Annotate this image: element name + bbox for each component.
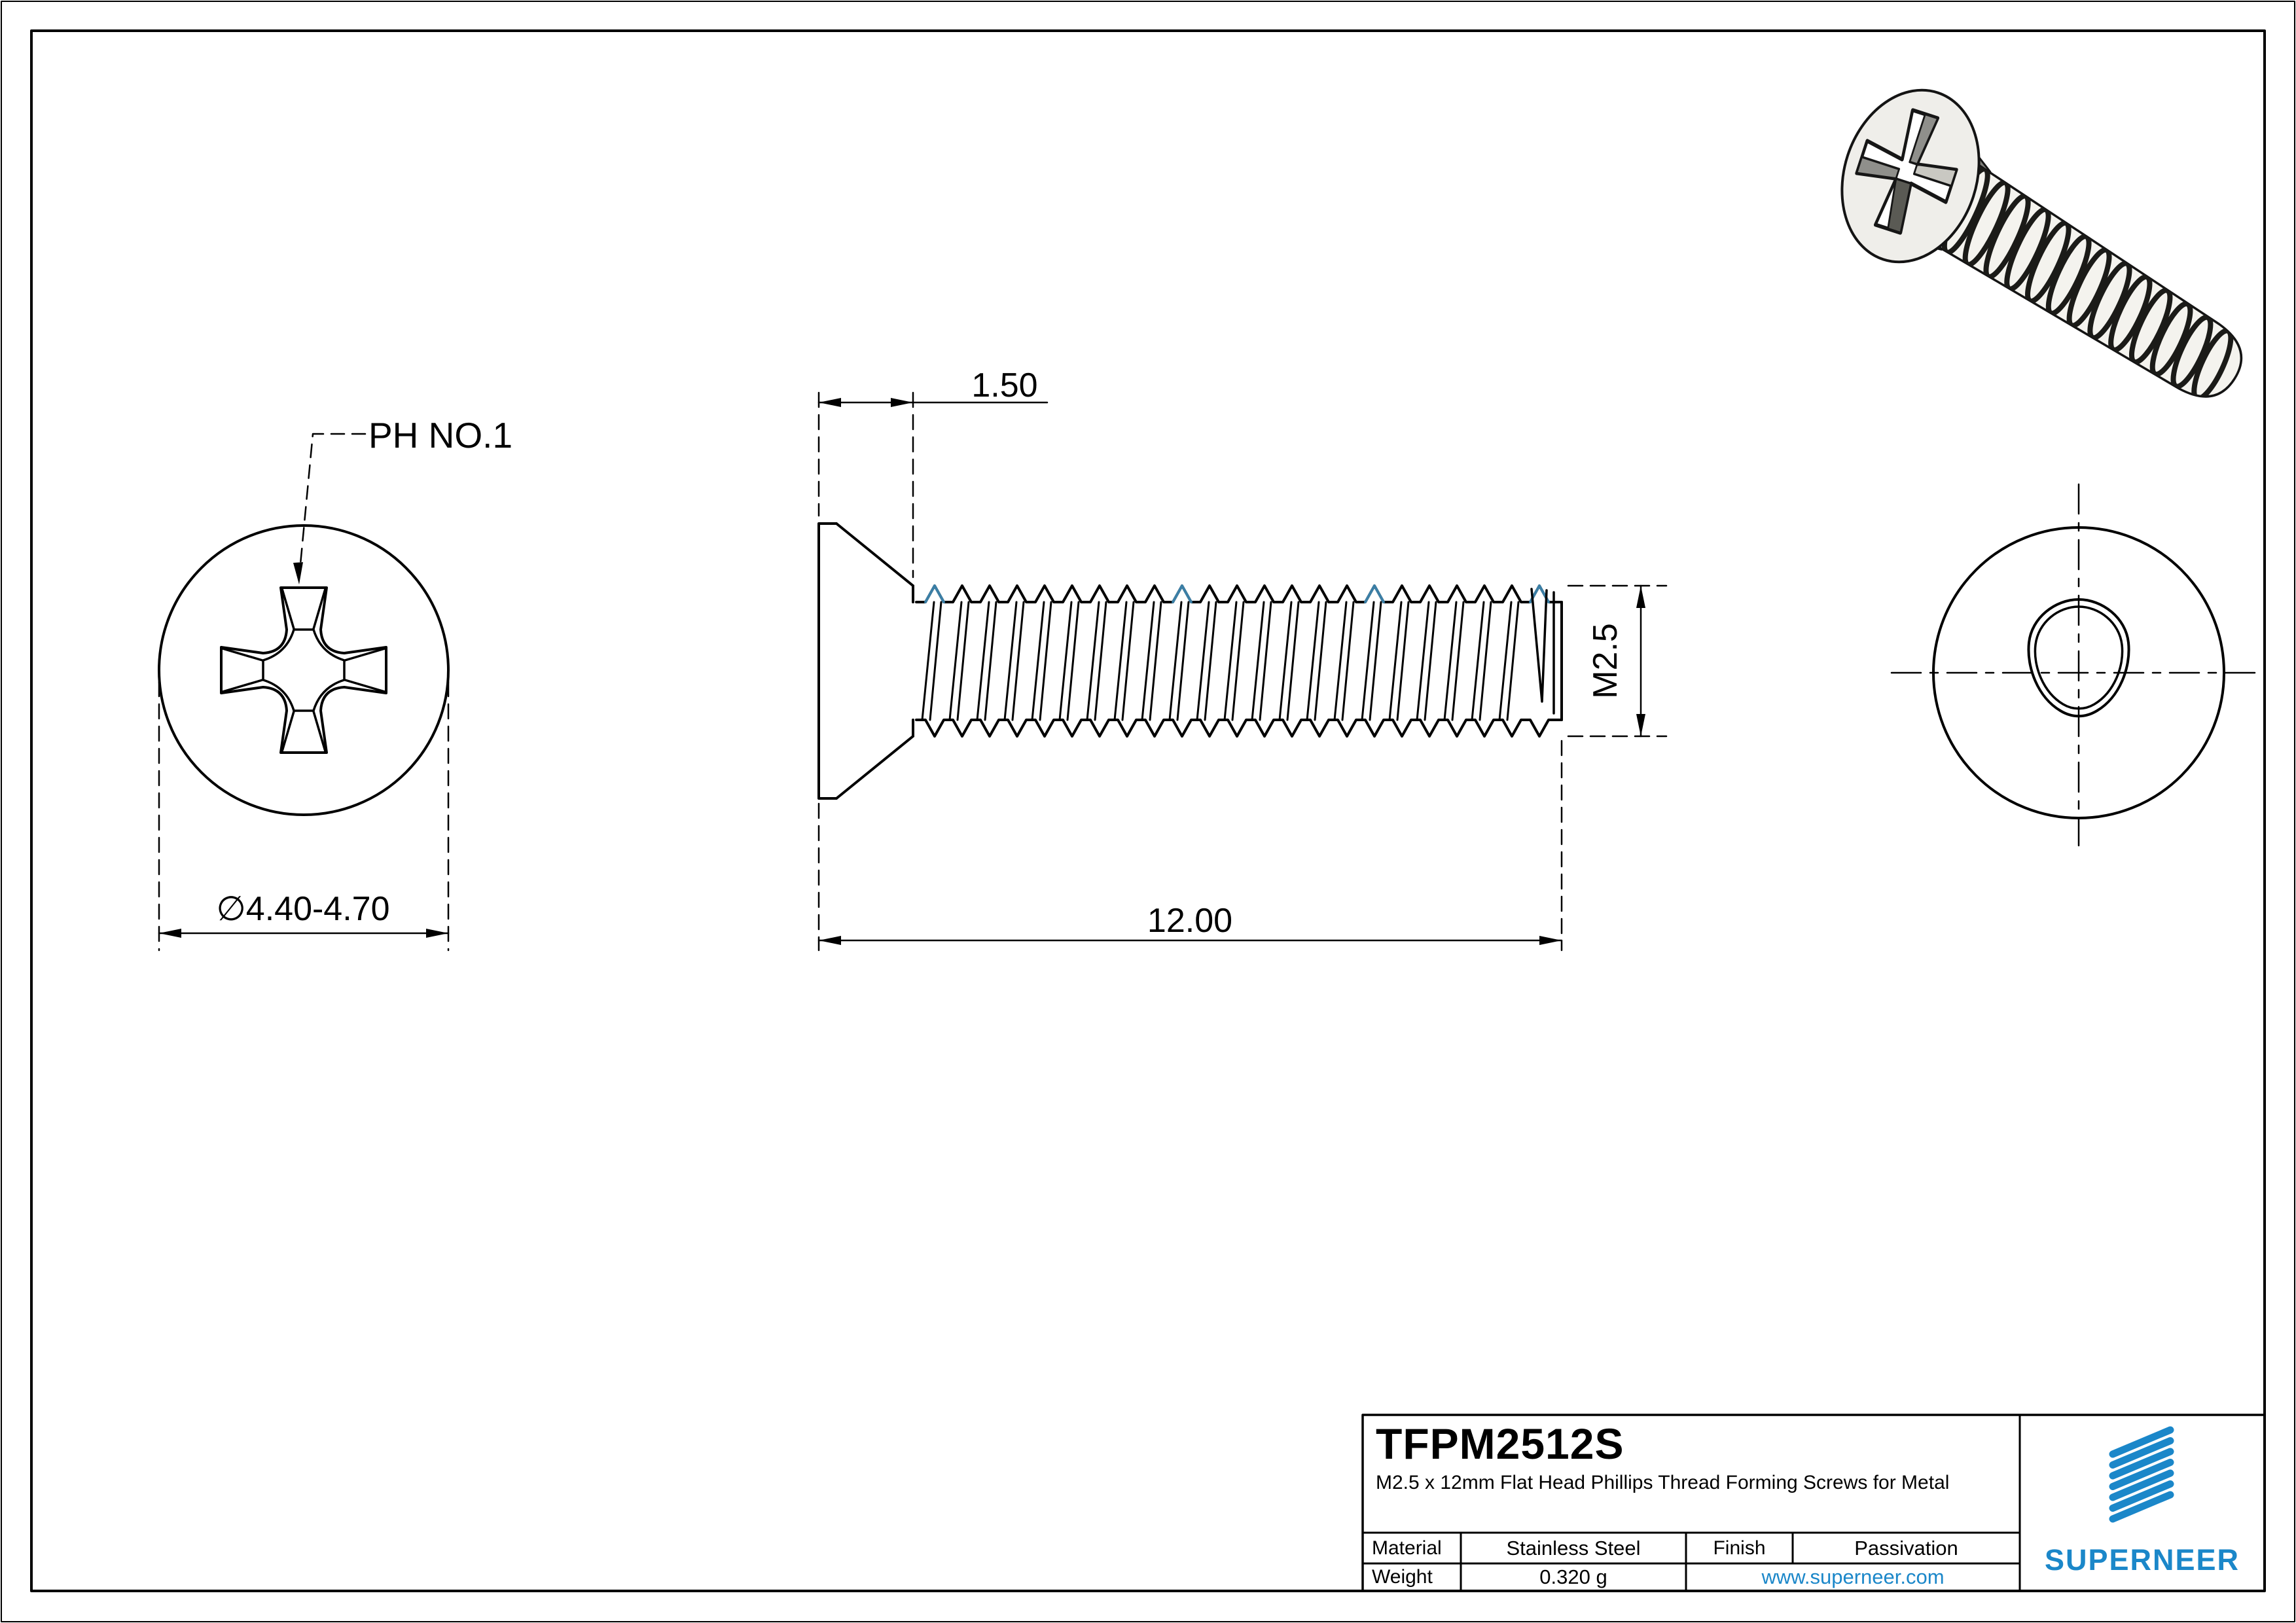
dim-arrow [159, 929, 181, 938]
thread-crest-top [915, 584, 1563, 603]
length-extension-lines [817, 740, 1563, 952]
thread-flank-lines [921, 601, 1520, 721]
website-link[interactable]: www.superneer.com [1761, 1565, 1945, 1588]
screw-head-profile [817, 522, 914, 800]
title-block-grid [1361, 1414, 2266, 1592]
dim-arrow [426, 929, 448, 938]
thread-runout [1530, 588, 1555, 715]
brand-stripe [2109, 1469, 2174, 1501]
end-view [1890, 483, 2263, 847]
brand-logo-icon [2109, 1426, 2174, 1523]
weight-label: Weight [1372, 1566, 1433, 1588]
phillips-recess-3d-icon [1855, 108, 1958, 235]
thread-crest-accent [924, 584, 945, 603]
dim-arrow [891, 398, 913, 407]
brand-stripe [2109, 1426, 2174, 1458]
phillips-leader-label: PH NO.1 [368, 415, 512, 455]
annotation-text: PH NO.1 ∅4.40-4.70 1.50 12.00 M2.5 [216, 366, 1624, 940]
thread-dim-extension-lines [1567, 584, 1668, 738]
length-dim-label: 12.00 [1147, 902, 1232, 940]
dim-arrow [819, 936, 841, 945]
head-height-dim-label: 1.50 [971, 366, 1037, 404]
thread-rib [2128, 287, 2173, 365]
brand-stripe [2109, 1437, 2174, 1469]
thread-rib [2066, 247, 2112, 329]
front-view [158, 433, 450, 952]
brand-stripe [2109, 1480, 2174, 1512]
weight-value: 0.320 g [1539, 1565, 1607, 1588]
thread-rib [2149, 301, 2193, 377]
thread-rib [2170, 314, 2214, 389]
screw-3d-render [1840, 88, 2243, 402]
part-number: TFPM2512S [1376, 1419, 1624, 1468]
page-inner-border [30, 29, 2266, 1592]
material-label: Material [1372, 1537, 1442, 1559]
dim-arrow [1636, 586, 1645, 608]
thread-rib [2087, 260, 2132, 341]
thread-rib [2108, 274, 2153, 353]
thread-crest-accent [1172, 584, 1193, 603]
thread-profile [915, 584, 1563, 738]
thread-crest-accent [1364, 584, 1385, 603]
thread-dim-label: M2.5 [1587, 623, 1624, 699]
finish-value: Passivation [1854, 1536, 1958, 1560]
finish-label: Finish [1713, 1537, 1766, 1559]
dim-arrow [819, 398, 841, 407]
diameter-dim-label: ∅4.40-4.70 [216, 890, 389, 928]
diameter-extension-lines [158, 681, 450, 952]
material-value: Stainless Steel [1506, 1536, 1641, 1560]
phillips-recess-icon [220, 586, 387, 754]
head-outline-circle [158, 524, 450, 816]
brand-stripe [2109, 1491, 2174, 1523]
side-view [817, 391, 1668, 952]
brand-stripe [2109, 1448, 2174, 1480]
dim-arrow [1539, 936, 1562, 945]
leader-line [299, 433, 367, 565]
part-description: M2.5 x 12mm Flat Head Phillips Thread Fo… [1376, 1472, 1950, 1493]
thread-crest-bottom [915, 719, 1563, 738]
leader-arrowhead [293, 562, 303, 584]
brand-stripe [2109, 1459, 2174, 1490]
trilobular-section-icon [2027, 598, 2130, 718]
head-dim-extension-lines [817, 391, 914, 579]
brand-name: SUPERNEER [2044, 1543, 2240, 1577]
dim-arrow [1636, 714, 1645, 736]
